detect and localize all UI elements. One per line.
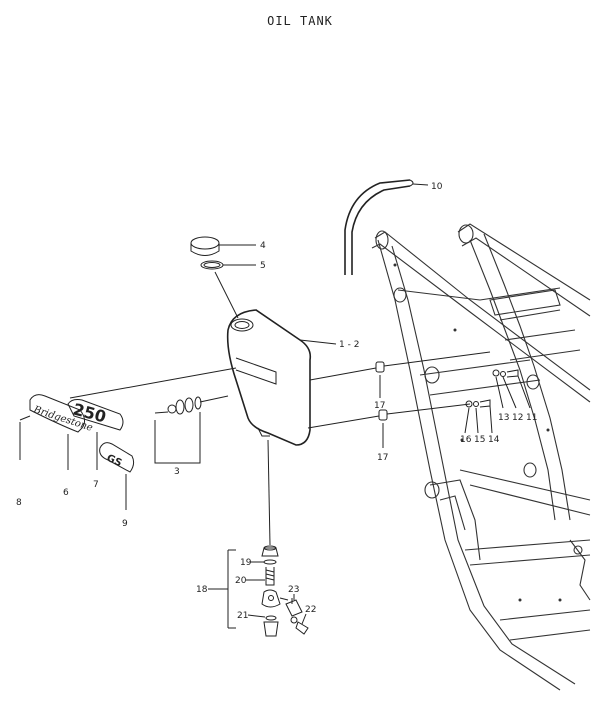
drain-fitting-nut <box>261 545 279 557</box>
label-9: 9 <box>122 519 128 529</box>
label-23: 23 <box>288 585 299 595</box>
projection-line-lower-frame <box>386 403 471 415</box>
label-5: 5 <box>260 261 266 271</box>
group-bracket-18 <box>227 549 236 629</box>
label-11: 11 <box>526 413 537 423</box>
label-17-lower: 17 <box>377 453 388 463</box>
rubber-grommet-upper <box>375 361 385 398</box>
tank-cap <box>190 236 256 256</box>
label-10: 10 <box>431 182 443 192</box>
projection-line-emblem <box>69 367 237 399</box>
banjo-bolt <box>285 598 309 635</box>
projection-line-lower <box>307 415 380 429</box>
emblem-screws-and-washers <box>154 395 229 464</box>
label-7: 7 <box>93 480 99 490</box>
label-18: 18 <box>196 585 208 595</box>
banjo-fitting <box>261 589 289 608</box>
projection-line-upper <box>309 367 377 381</box>
label-20: 20 <box>235 576 247 586</box>
cap-gasket <box>200 260 256 319</box>
rubber-grommet-lower <box>378 409 388 448</box>
oil-hose <box>344 179 429 275</box>
projection-line-drain <box>267 439 271 546</box>
bolt-set-upper <box>492 369 531 409</box>
part-labels: 10 4 5 1 - 2 17 17 13 12 11 16 15 14 3 8… <box>16 182 537 621</box>
label-15: 15 <box>474 435 485 445</box>
leader-21 <box>247 614 266 618</box>
label-12: 12 <box>512 413 523 423</box>
label-3: 3 <box>174 467 180 477</box>
label-4: 4 <box>260 241 266 251</box>
label-6: 6 <box>63 488 69 498</box>
motorcycle-frame <box>371 223 591 691</box>
label-1-2: 1 - 2 <box>339 340 359 350</box>
projection-line-upper-frame <box>383 351 491 367</box>
bolt-set-lower <box>464 399 493 434</box>
drain-pipe <box>265 567 275 586</box>
banjo-washer <box>265 615 277 621</box>
oil-tank <box>226 309 337 446</box>
label-21: 21 <box>237 611 248 621</box>
label-19: 19 <box>240 558 252 568</box>
label-14: 14 <box>488 435 500 445</box>
label-16: 16 <box>460 435 472 445</box>
drain-cap <box>263 621 279 637</box>
label-22: 22 <box>305 605 316 615</box>
label-13: 13 <box>498 413 509 423</box>
label-17-upper: 17 <box>374 401 385 411</box>
label-8: 8 <box>16 498 22 508</box>
drain-fitting-washer <box>263 559 277 565</box>
badge: GS <box>99 442 135 510</box>
leader-22 <box>301 613 307 625</box>
diagram-title: OIL TANK <box>267 14 333 28</box>
